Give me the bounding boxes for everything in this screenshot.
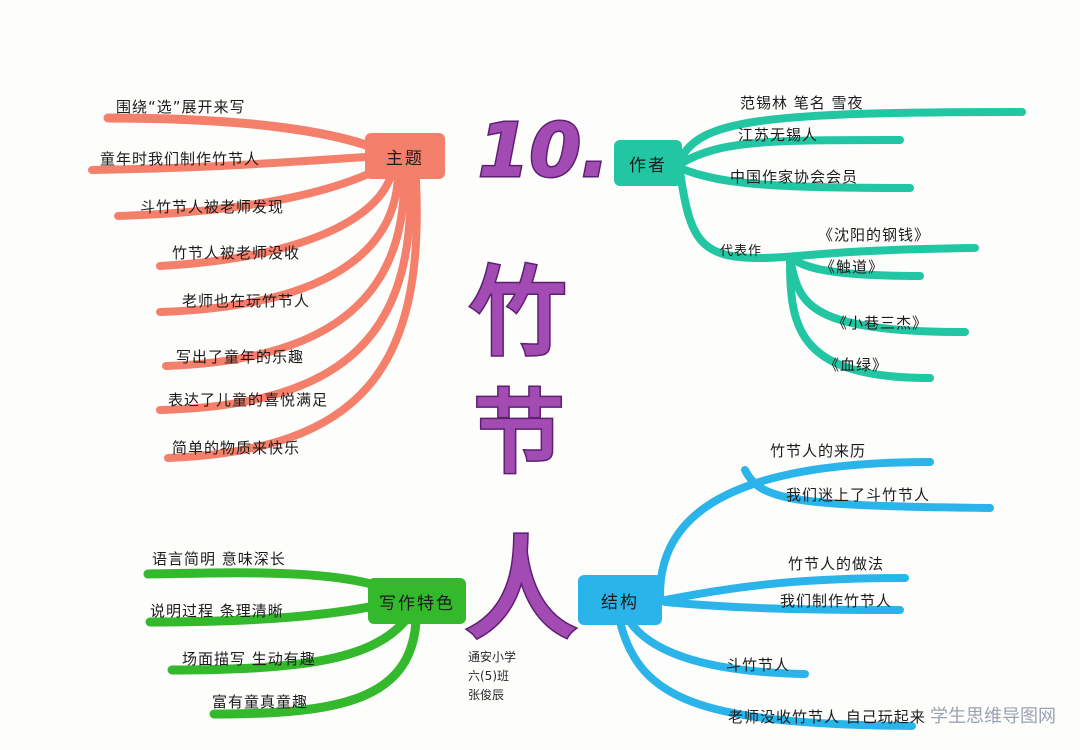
structure-line-6 bbox=[616, 618, 916, 730]
theme-item-5: 老师也在玩竹节人 bbox=[182, 292, 311, 310]
writing-item-4: 富有童真童趣 bbox=[212, 693, 309, 711]
author-work-1: 《沈阳的钢钱》 bbox=[818, 226, 931, 244]
title-char-1: 竹 bbox=[469, 256, 568, 371]
signature-block: 通安小学 六(5)班 张俊辰 bbox=[468, 648, 516, 705]
theme-line-4 bbox=[156, 168, 396, 270]
structure-item-2: 我们迷上了斗竹节人 bbox=[786, 486, 931, 504]
writing-item-2: 说明过程 条理清晰 bbox=[150, 602, 284, 620]
author-item-2: 江苏无锡人 bbox=[738, 126, 819, 144]
structure-item-4: 我们制作竹节人 bbox=[780, 592, 893, 610]
author-item-3: 中国作家协会会员 bbox=[730, 168, 859, 186]
author-line-3 bbox=[676, 164, 914, 192]
structure-line-1 bbox=[656, 458, 934, 599]
writing-node-label: 写作特色 bbox=[379, 593, 455, 614]
theme-item-4: 竹节人被老师没收 bbox=[172, 244, 301, 262]
signature-name: 张俊辰 bbox=[468, 688, 505, 702]
author-work-3: 《小巷三杰》 bbox=[832, 314, 929, 332]
theme-line-5 bbox=[156, 172, 402, 316]
author-works-label: 代表作 bbox=[720, 244, 763, 259]
author-line-7 bbox=[786, 258, 934, 382]
structure-item-1: 竹节人的来历 bbox=[770, 442, 867, 460]
writing-item-1: 语言简明 意味深长 bbox=[152, 550, 286, 568]
writing-line-1 bbox=[143, 568, 395, 595]
theme-branch-lines bbox=[88, 113, 421, 462]
author-work-2: 《触道》 bbox=[820, 258, 885, 276]
structure-line-5 bbox=[626, 618, 809, 678]
theme-line-1 bbox=[103, 113, 385, 155]
theme-item-6: 写出了童年的乐趣 bbox=[176, 348, 305, 366]
signature-school: 通安小学 bbox=[468, 650, 517, 664]
author-line-5 bbox=[786, 254, 924, 280]
theme-line-6 bbox=[162, 174, 409, 370]
structure-item-5: 斗竹节人 bbox=[726, 656, 791, 674]
structure-line-2 bbox=[741, 466, 994, 512]
title-char-2: 节 bbox=[473, 380, 566, 488]
theme-item-3: 斗竹节人被老师发现 bbox=[140, 198, 285, 216]
structure-node: 结构 bbox=[578, 575, 662, 625]
theme-line-2 bbox=[88, 152, 384, 174]
author-node: 作者 bbox=[614, 140, 682, 186]
structure-line-4 bbox=[661, 598, 904, 614]
theme-node-label: 主题 bbox=[386, 148, 424, 169]
theme-node: 主题 bbox=[365, 133, 445, 179]
structure-item-3: 竹节人的做法 bbox=[788, 555, 885, 573]
writing-item-3: 场面描写 生动有趣 bbox=[182, 650, 316, 668]
theme-item-1: 围绕“选”展开来写 bbox=[116, 98, 246, 116]
writing-node: 写作特色 bbox=[368, 578, 466, 624]
structure-branch-lines bbox=[616, 458, 994, 730]
theme-item-2: 童年时我们制作竹节人 bbox=[100, 150, 261, 168]
author-line-1 bbox=[676, 108, 1026, 164]
author-item-1: 范锡林 笔名 雪夜 bbox=[740, 94, 864, 112]
theme-line-7 bbox=[156, 176, 415, 414]
structure-node-label: 结构 bbox=[601, 592, 639, 613]
writing-line-4 bbox=[209, 617, 421, 719]
theme-item-8: 简单的物质来快乐 bbox=[172, 439, 301, 457]
watermark: 学生思维导图网 bbox=[930, 706, 1056, 727]
title-number: 10. bbox=[476, 107, 610, 196]
author-work-4: 《血绿》 bbox=[824, 356, 889, 374]
author-branch-lines bbox=[676, 108, 1026, 382]
structure-item-6: 老师没收竹节人 自己玩起来 bbox=[728, 708, 926, 726]
writing-line-3 bbox=[167, 617, 409, 675]
author-line-4 bbox=[676, 168, 979, 262]
author-node-label: 作者 bbox=[629, 155, 667, 176]
title-char-3: 人 bbox=[465, 525, 578, 656]
theme-line-3 bbox=[114, 162, 389, 220]
author-line-2 bbox=[676, 136, 904, 168]
signature-class: 六(5)班 bbox=[468, 669, 509, 683]
structure-line-3 bbox=[661, 574, 909, 604]
theme-item-7: 表达了儿童的喜悦满足 bbox=[168, 391, 329, 409]
theme-line-8 bbox=[164, 176, 421, 462]
